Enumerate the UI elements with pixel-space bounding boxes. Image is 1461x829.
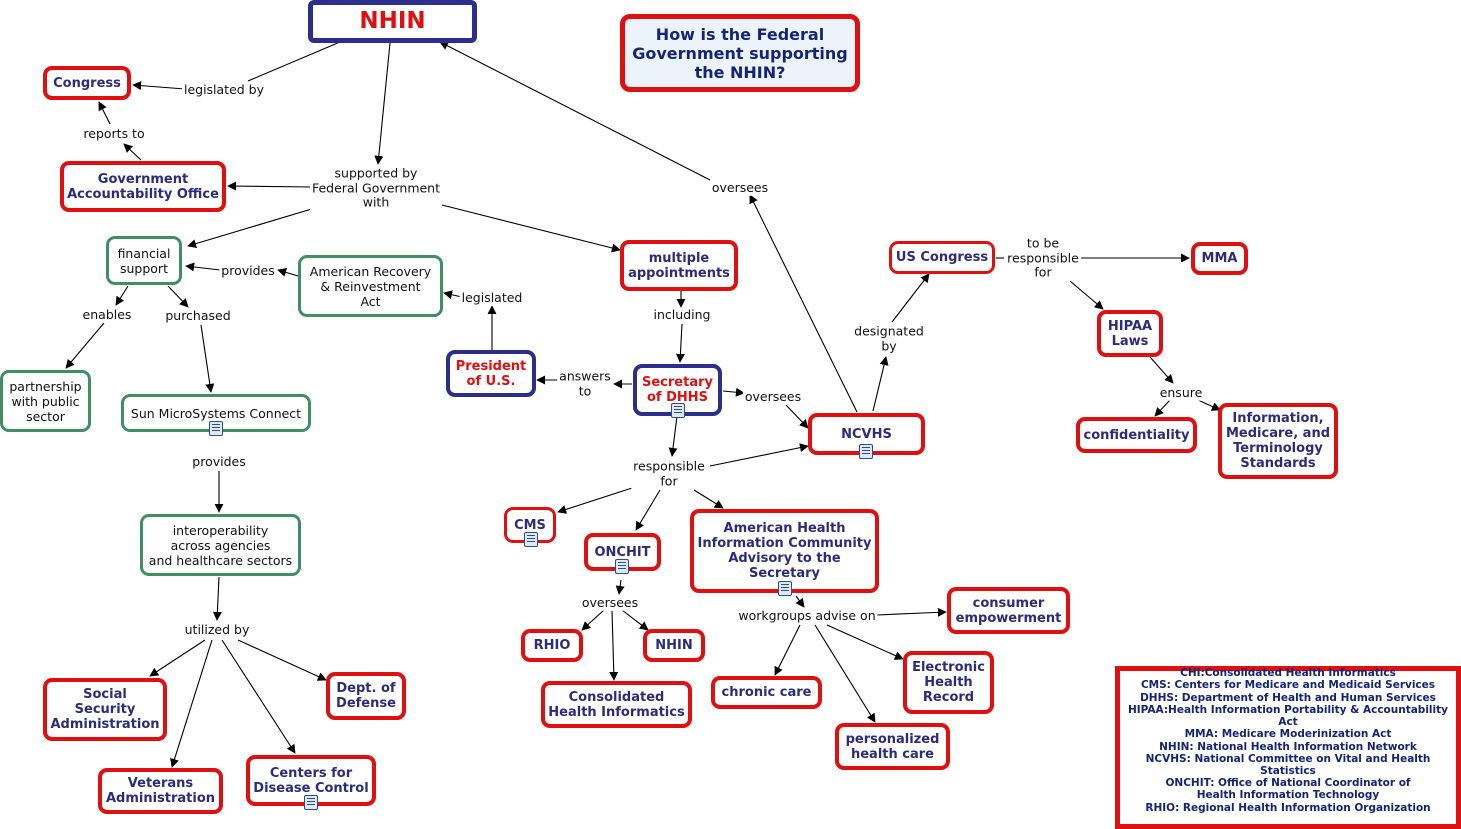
- mma-node[interactable]: MMA: [1191, 242, 1248, 275]
- ehr-node[interactable]: Electronic Health Record: [903, 651, 994, 714]
- link-to-be-responsible: to be responsible for: [1005, 235, 1081, 280]
- document-icon[interactable]: [671, 403, 685, 418]
- document-icon[interactable]: [615, 559, 629, 574]
- document-icon[interactable]: [304, 795, 318, 810]
- link-oversees-mid: oversees: [742, 388, 804, 405]
- legend-line: MMA: Medicare Moderinization Act: [1184, 728, 1392, 741]
- legend-line: Health Information Technology: [1196, 789, 1380, 802]
- link-designated-by: designated by: [852, 323, 926, 354]
- ssa-node[interactable]: Social Security Administration: [43, 678, 167, 741]
- document-icon[interactable]: [524, 532, 538, 547]
- president-node[interactable]: President of U.S.: [446, 350, 536, 397]
- link-reports-to: reports to: [81, 125, 147, 142]
- link-provides-2: provides: [190, 453, 248, 470]
- congress-node[interactable]: Congress: [43, 66, 131, 100]
- document-icon[interactable]: [859, 444, 873, 459]
- link-workgroups-advise-on: workgroups advise on: [736, 607, 878, 624]
- link-ensure: ensure: [1157, 384, 1205, 401]
- arra-node[interactable]: American Recovery & Reinvestment Act: [298, 255, 443, 317]
- financial-support-node[interactable]: financial support: [106, 236, 182, 285]
- link-enables: enables: [80, 306, 134, 323]
- link-oversees-low: oversees: [579, 594, 641, 611]
- legend-line: DHHS: Department of Health and Human Ser…: [1140, 691, 1436, 704]
- link-including: including: [651, 306, 713, 323]
- ahic-node[interactable]: American Health Information Community Ad…: [690, 509, 879, 593]
- personalized-health-care-node[interactable]: personalized health care: [835, 723, 950, 770]
- legend-line: HIPAA:Health Information Portability & A…: [1127, 703, 1448, 729]
- legend-line: CMS: Centers for Medicare and Medicaid S…: [1140, 679, 1436, 692]
- standards-node[interactable]: Information, Medicare, and Terminology S…: [1218, 403, 1338, 479]
- legend-line: CHI:Consolidated Health Informatics: [1180, 667, 1396, 680]
- va-node[interactable]: Veterans Administration: [98, 768, 223, 814]
- gao-node[interactable]: Government Accountability Office: [60, 161, 226, 212]
- link-legislated: legislated: [459, 289, 525, 306]
- interoperability-node[interactable]: interoperability across agencies and hea…: [140, 514, 301, 576]
- chronic-care-node[interactable]: chronic care: [711, 676, 822, 709]
- link-supported-by: supported by Federal Government with: [309, 165, 443, 210]
- link-purchased: purchased: [163, 307, 233, 324]
- dod-node[interactable]: Dept. of Defense: [326, 672, 406, 720]
- secretary-dhhs-node[interactable]: Secretary of DHHS: [633, 364, 722, 416]
- document-icon[interactable]: [209, 421, 223, 436]
- cms-node[interactable]: CMS: [504, 507, 556, 543]
- nhin-small-node[interactable]: NHIN: [643, 629, 705, 662]
- legend-line: ONCHIT: Office of National Coordinator o…: [1165, 777, 1411, 790]
- partnership-node[interactable]: partnership with public sector: [0, 370, 91, 432]
- confidentiality-node[interactable]: confidentiality: [1076, 417, 1197, 453]
- nhin-title-node[interactable]: NHIN: [308, 0, 477, 43]
- link-utilized-by: utilized by: [182, 621, 252, 638]
- question-box: How is the Federal Government supporting…: [620, 14, 860, 92]
- legend-line: RHIO: Regional Health Information Organi…: [1145, 801, 1431, 814]
- abbreviation-legend: CHI:Consolidated Health Informatics CMS:…: [1115, 666, 1461, 829]
- consumer-empowerment-node[interactable]: consumer empowerment: [947, 587, 1070, 634]
- link-answers-to: answers to: [557, 368, 613, 399]
- rhio-node[interactable]: RHIO: [521, 629, 583, 662]
- chi-node[interactable]: Consolidated Health Informatics: [541, 681, 692, 728]
- link-provides-1: provides: [219, 262, 277, 279]
- legend-line: NCVHS: National Committee on Vital and H…: [1145, 752, 1431, 777]
- legend-line: NHIN: National Health Information Networ…: [1159, 740, 1417, 753]
- multiple-appointments-node[interactable]: multiple appointments: [620, 240, 738, 291]
- link-responsible-for: responsible for: [631, 458, 707, 489]
- link-legislated-by: legislated by: [181, 81, 267, 98]
- us-congress-node[interactable]: US Congress: [889, 241, 995, 274]
- link-oversees-top: oversees: [709, 179, 771, 196]
- hipaa-laws-node[interactable]: HIPAA Laws: [1097, 310, 1163, 357]
- document-icon[interactable]: [778, 581, 792, 596]
